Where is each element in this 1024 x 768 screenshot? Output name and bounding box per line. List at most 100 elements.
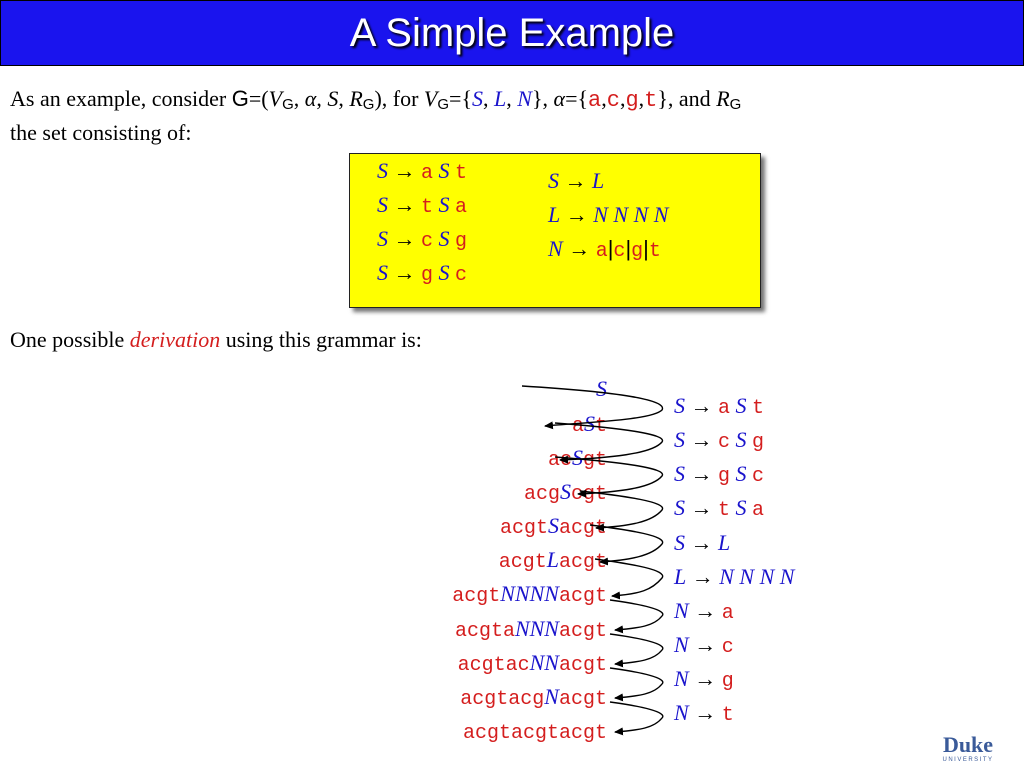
derivation-intro: One possible derivation using this gramm…	[10, 327, 422, 353]
rule-lhs: N	[674, 632, 689, 657]
arrow: →	[690, 530, 713, 555]
rule-terminal: a	[455, 196, 468, 219]
rule-nt: L	[718, 530, 731, 555]
set-open: ={	[449, 86, 473, 111]
intro-line-2: the set consisting of:	[10, 120, 192, 145]
rule-nt: S	[438, 158, 450, 183]
arrow: →	[565, 202, 588, 227]
arrow: →	[564, 168, 587, 193]
rule-terminal: a	[752, 499, 765, 522]
arrow: →	[691, 564, 714, 589]
rule-terminal: c	[613, 240, 626, 263]
derivation-step-7: acgtNNNNacgt	[452, 581, 607, 608]
suffix: acgt	[558, 517, 607, 540]
prefix: acgt	[498, 551, 547, 574]
text: One possible	[10, 327, 125, 352]
rule-nt: S	[735, 495, 747, 520]
rule-right-1: S → L	[548, 168, 604, 194]
nonterminal: S	[547, 513, 559, 538]
text: using this grammar is:	[225, 327, 422, 352]
prefix: acgt	[452, 585, 501, 608]
rule-terminal: g	[718, 465, 731, 488]
comma: ,	[506, 86, 512, 111]
arrow-curve-10	[609, 701, 664, 736]
rule-right-2: L → N N N N	[548, 202, 668, 228]
arrow: →	[694, 632, 717, 657]
rule-lhs: N	[674, 598, 689, 623]
rule-terminal: t	[718, 499, 731, 522]
prefix: acgtac	[457, 654, 530, 677]
nonterminal: L	[546, 547, 559, 572]
rule-lhs: S	[674, 530, 685, 555]
applied-rule-3: S → g S c	[674, 461, 764, 488]
applied-rule-9: N → g	[674, 666, 734, 693]
rule-nt: L	[592, 168, 605, 193]
sub-G: G	[282, 96, 294, 113]
rule-terminal: c	[718, 431, 731, 454]
arrow: →	[690, 461, 713, 486]
bar: |	[643, 236, 649, 261]
var-R: R	[716, 86, 730, 111]
nonterminal: S	[583, 411, 595, 436]
intro-line-1: As an example, consider G=(VG, α, S, RG)…	[10, 86, 742, 113]
rule-lhs: N	[674, 700, 689, 725]
rule-terminal: t	[455, 162, 468, 185]
var-S: S	[327, 86, 339, 111]
suffix: acgt	[558, 551, 607, 574]
arrow-curve-5	[589, 524, 664, 566]
rule-terminal: g	[631, 240, 644, 263]
nonterminal: N	[544, 684, 559, 709]
prefix: a	[571, 415, 584, 438]
svg-text:UNIVERSITY: UNIVERSITY	[942, 757, 993, 763]
derivation-word: derivation	[129, 327, 221, 352]
arrow-curve-8	[609, 633, 664, 668]
arrow-curve-7	[609, 599, 664, 634]
grammar-symbol: G	[231, 86, 249, 111]
suffix: acgt	[558, 654, 607, 677]
sub-G: G	[729, 96, 742, 113]
bar: |	[607, 236, 614, 261]
rule-nt: N N N N	[719, 564, 795, 589]
arrow-curve-6	[594, 558, 664, 600]
nonterminal: S	[571, 445, 583, 470]
arrow: →	[694, 700, 717, 725]
title-bar	[0, 0, 1024, 66]
suffix: cgt	[570, 483, 607, 506]
rule-right-3: N → a|c|g|t	[548, 236, 661, 263]
comma: ,	[316, 86, 322, 111]
terminal-t: t	[644, 88, 658, 113]
sub-G: G	[437, 96, 450, 113]
applied-rule-6: L → N N N N	[674, 564, 794, 590]
rule-lhs: N	[674, 666, 689, 691]
suffix: acgt	[558, 688, 607, 711]
rule-nt: S	[438, 192, 450, 217]
applied-rule-7: N → a	[674, 598, 734, 625]
rule-lhs: S	[377, 260, 388, 285]
svg-text:Duke: Duke	[943, 732, 993, 757]
rule-lhs: S	[674, 427, 685, 452]
arrow-curve-9	[609, 667, 664, 702]
applied-rule-5: S → L	[674, 530, 730, 556]
derivation-step-11: acgtacgtacgt	[463, 718, 607, 745]
derivation-step-5: acgtSacgt	[500, 513, 607, 540]
rule-nt: S	[735, 461, 747, 486]
terminal-g: g	[625, 88, 639, 113]
arrow: →	[393, 226, 416, 251]
arrow-curve-3	[554, 456, 664, 498]
comma: ,	[483, 86, 489, 111]
rule-lhs: S	[674, 461, 685, 486]
rule-left-1: S → a S t	[377, 158, 467, 185]
suffix: acgt	[558, 620, 607, 643]
and-text: }, and	[657, 86, 711, 111]
rule-left-2: S → t S a	[377, 192, 467, 219]
rule-terminal: c	[421, 230, 434, 253]
rule-terminal: a	[721, 602, 734, 625]
slide-title: A Simple Example	[349, 11, 675, 55]
paren-open: =(	[248, 86, 269, 111]
rule-lhs: S	[674, 495, 685, 520]
comma: ,	[338, 86, 344, 111]
prefix: acg	[523, 483, 560, 506]
rule-left-3: S → c S g	[377, 226, 467, 253]
rule-lhs: N	[548, 236, 563, 261]
